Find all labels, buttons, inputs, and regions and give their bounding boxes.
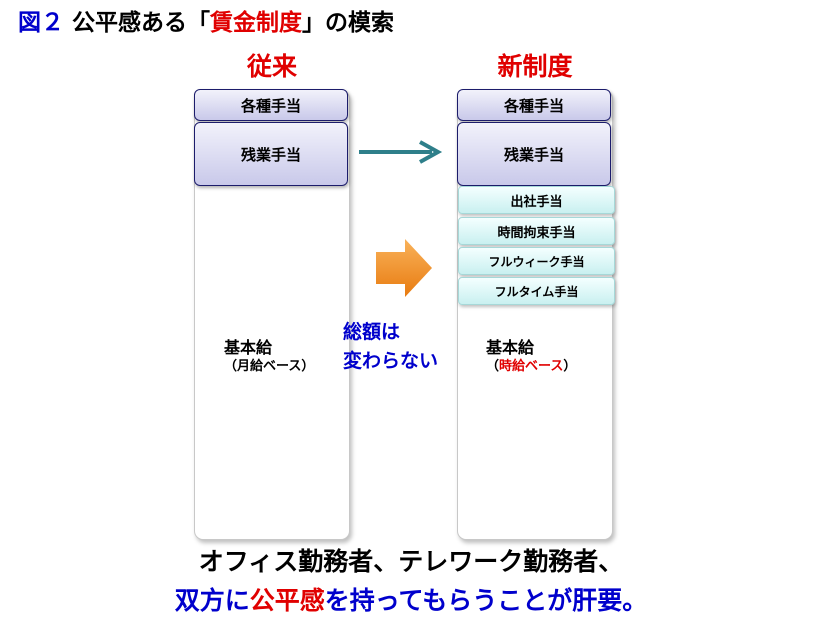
transition-arrow-icon	[359, 140, 443, 164]
total-unchanged-note: 総額は 変わらない	[343, 318, 438, 376]
title-highlight: 賃金制度	[210, 10, 303, 36]
figure-title: 図２ 公平感ある「賃金制度」の模索	[18, 6, 394, 40]
right-overtime-allowance-box: 残業手当	[457, 122, 611, 186]
full-time-allowance-box: フルタイム手当	[458, 277, 615, 305]
commuting-allowance-box: 出社手当	[458, 186, 615, 214]
left-base-salary-label: 基本給	[224, 338, 273, 357]
figure-number: 図２	[18, 10, 64, 36]
left-overtime-allowance-box: 残業手当	[194, 122, 348, 186]
full-week-allowance-box: フルウィーク手当	[458, 247, 615, 275]
note-line-2: 変わらない	[343, 350, 439, 372]
note-line-1: 総額は	[343, 321, 401, 343]
right-various-allowances-box: 各種手当	[457, 89, 611, 121]
footer-line-2-part-3: を持ってもらうことが肝要。	[324, 586, 648, 615]
footer-line-2: 双方に公平感を持ってもらうことが肝要。	[0, 584, 822, 618]
right-column-header: 新制度	[497, 52, 573, 81]
orange-arrow-icon	[376, 239, 432, 297]
right-base-salary-hourly: 時給ベース	[499, 359, 564, 374]
footer-line-2-part-1: 双方に	[174, 586, 250, 615]
footer-line-2-part-2: 公平感	[249, 586, 325, 615]
title-text-after: 」の模索	[302, 10, 395, 36]
right-base-salary-sub: （時給ベース）	[486, 358, 576, 376]
title-text-before: 公平感ある「	[64, 10, 211, 36]
footer-line-1: オフィス勤務者、テレワーク勤務者、	[198, 547, 624, 576]
right-base-salary-paren-open: （	[486, 359, 500, 374]
time-restraint-allowance-box: 時間拘束手当	[458, 217, 615, 245]
left-base-salary-sub: （月給ベース）	[224, 359, 315, 374]
left-various-allowances-box: 各種手当	[194, 89, 348, 121]
right-base-salary-paren-close: ）	[563, 359, 577, 374]
right-base-salary-label: 基本給	[486, 338, 535, 357]
left-base-salary: 基本給 （月給ベース）	[224, 338, 314, 376]
left-column-header: 従来	[246, 52, 297, 81]
right-base-salary: 基本給 （時給ベース）	[486, 338, 576, 376]
